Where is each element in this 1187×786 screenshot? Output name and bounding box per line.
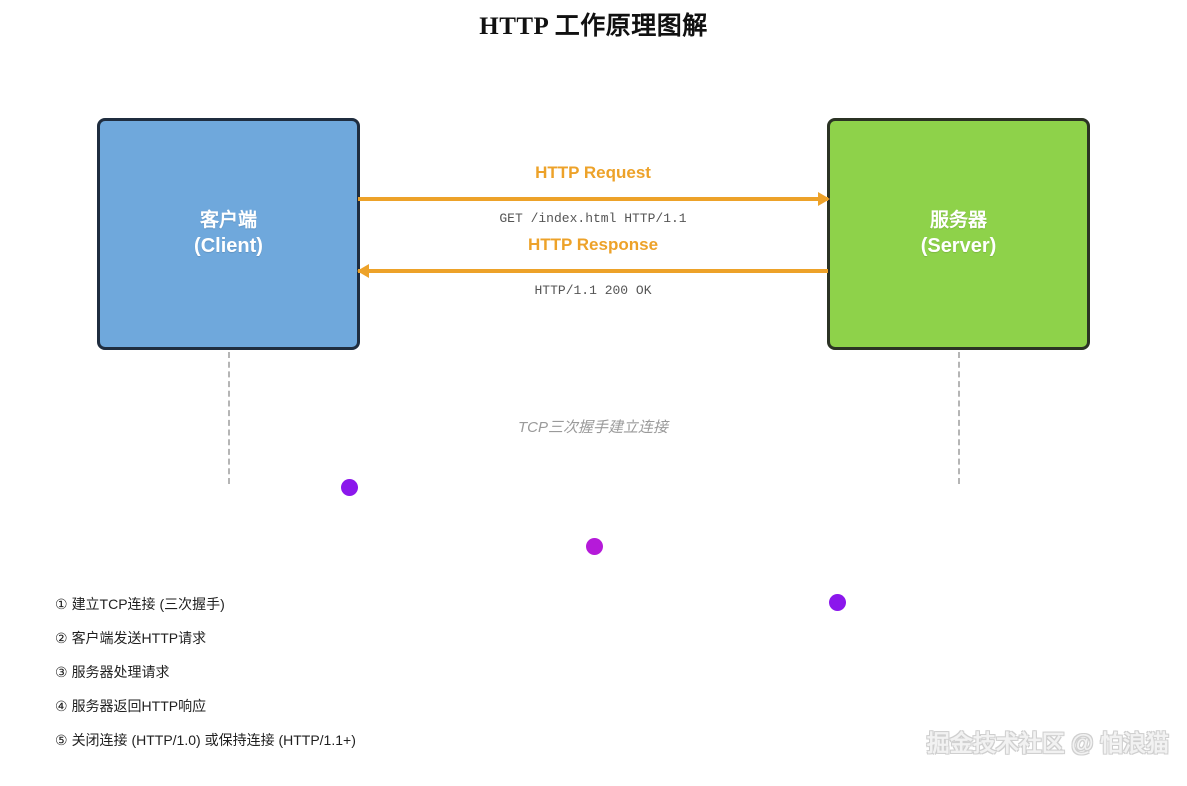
step-dot-1 [341, 479, 358, 496]
http-response-arrow [358, 269, 828, 273]
http-request-detail: GET /index.html HTTP/1.1 [499, 211, 687, 226]
page-title: HTTP 工作原理图解 [479, 13, 708, 40]
http-request-label: HTTP Request [535, 163, 651, 182]
server-lifeline [958, 352, 960, 484]
step-text: 客户端发送HTTP请求 [71, 630, 207, 646]
server-node: 服务器 (Server) [827, 118, 1090, 350]
step-marker: ① [55, 596, 68, 612]
step-text: 关闭连接 (HTTP/1.0) 或保持连接 (HTTP/1.1+) [71, 732, 356, 748]
http-response-arrowhead-icon [357, 264, 369, 278]
tcp-handshake-note: TCP三次握手建立连接 [517, 419, 668, 436]
http-request-arrowhead-icon [818, 192, 830, 206]
step-marker: ⑤ [55, 732, 68, 748]
client-label-cn: 客户端 [199, 210, 257, 231]
step-dot-3 [829, 594, 846, 611]
server-label-cn: 服务器 [929, 210, 987, 231]
server-label-en: (Server) [920, 235, 997, 257]
step-marker: ② [55, 630, 68, 646]
step-text: 建立TCP连接 (三次握手) [71, 596, 225, 612]
client-label-en: (Client) [194, 235, 263, 257]
watermark: 掘金技术社区 @ 怕浪猫 [926, 730, 1169, 756]
http-response-label: HTTP Response [527, 235, 659, 254]
client-lifeline [228, 352, 230, 484]
step-marker: ④ [55, 698, 68, 714]
step-marker: ③ [55, 664, 68, 680]
step-dot-2 [586, 538, 603, 555]
http-response-detail: HTTP/1.1 200 OK [534, 283, 652, 298]
client-node: 客户端 (Client) [97, 118, 360, 350]
step-text: 服务器处理请求 [71, 664, 170, 680]
http-request-arrow [358, 197, 828, 201]
step-text: 服务器返回HTTP响应 [71, 698, 207, 714]
